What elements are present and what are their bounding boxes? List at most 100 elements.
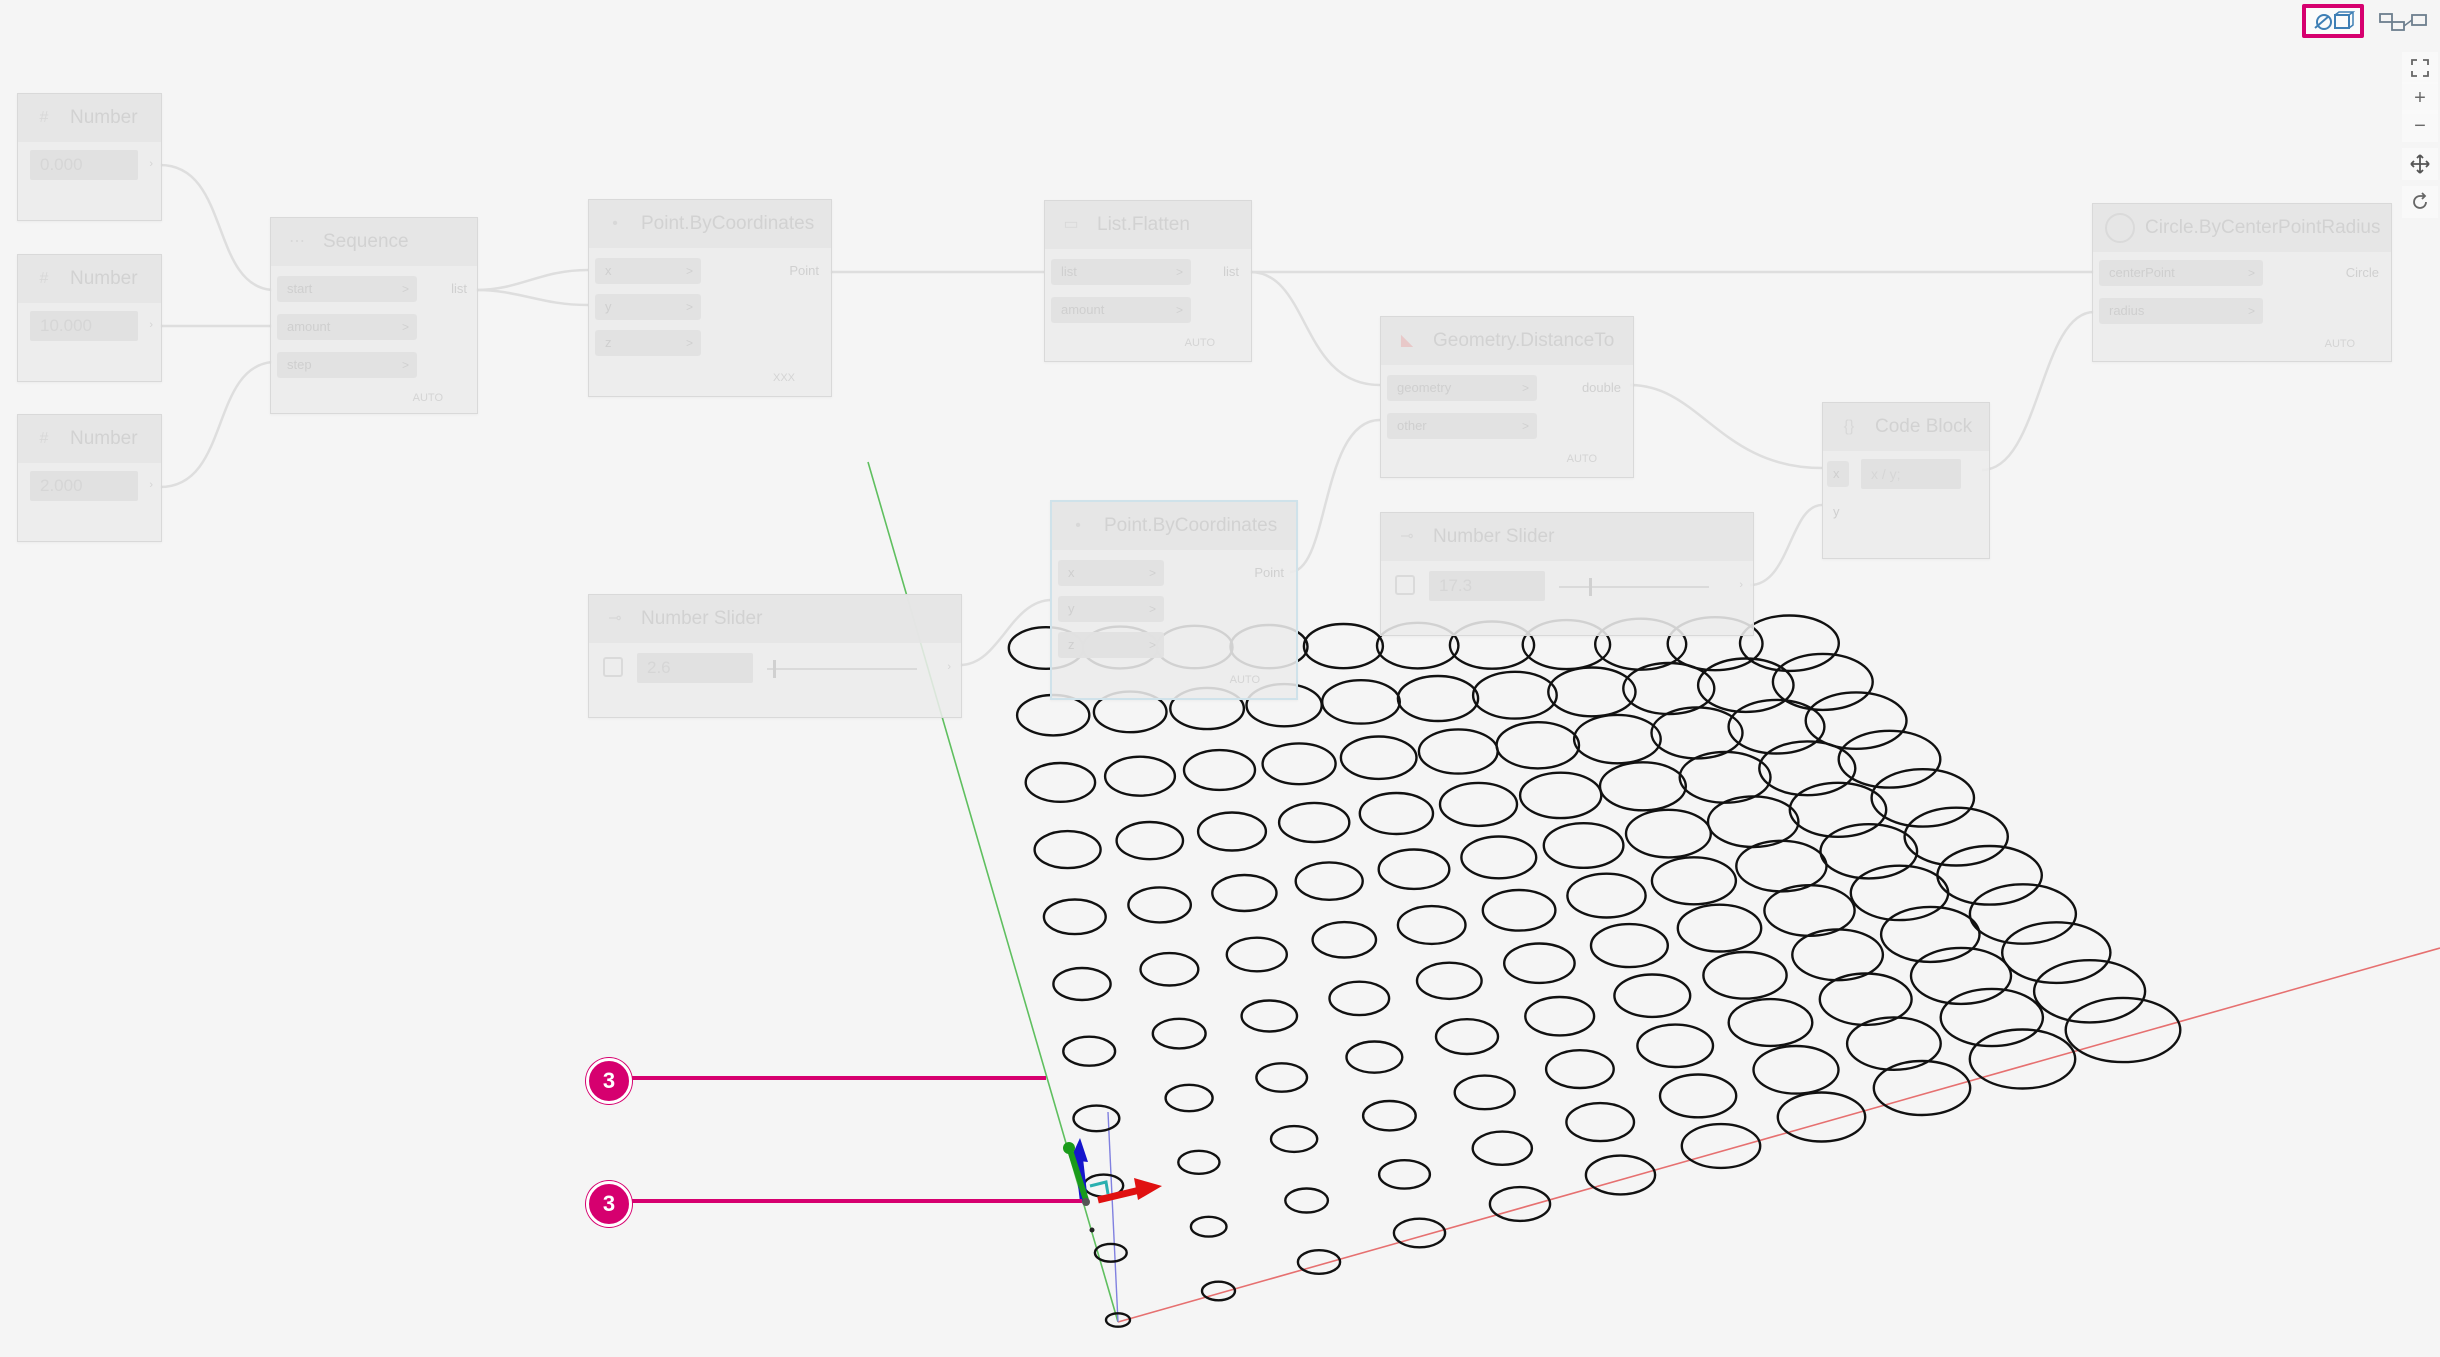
slider-track[interactable] bbox=[767, 668, 917, 670]
number-slider-node-2[interactable]: ⊸ Number Slider 2.6 › bbox=[588, 594, 962, 718]
circle-geometry bbox=[1968, 1028, 2077, 1090]
code-block-node[interactable]: {}Code Block x y x / y; bbox=[1822, 402, 1990, 559]
number-icon: # bbox=[39, 430, 49, 447]
output-port-circle[interactable]: Circle bbox=[2345, 265, 2379, 280]
output-port-list[interactable]: list bbox=[451, 281, 467, 296]
code-editor[interactable]: x / y; bbox=[1861, 459, 1961, 489]
circle-geometry bbox=[1339, 735, 1418, 781]
graph-view-icon bbox=[2379, 13, 2427, 31]
zoom-in-button[interactable]: + bbox=[2402, 82, 2438, 114]
input-port-y[interactable]: y> bbox=[1058, 596, 1164, 622]
output-port[interactable]: › bbox=[149, 319, 153, 331]
zoom-to-fit-button[interactable] bbox=[2402, 52, 2438, 84]
node-header: ▭ List.Flatten bbox=[1045, 201, 1251, 249]
z-axis-line bbox=[1107, 1111, 1119, 1323]
input-port-start[interactable]: start> bbox=[277, 276, 417, 302]
number-value-input[interactable]: 10.000 bbox=[30, 311, 138, 341]
circle-geometry bbox=[1434, 1017, 1500, 1056]
circle-geometry bbox=[2001, 921, 2112, 985]
node-title: List.Flatten bbox=[1097, 214, 1190, 235]
input-port-step[interactable]: step> bbox=[277, 352, 417, 378]
input-port-other[interactable]: other> bbox=[1387, 413, 1537, 439]
circle-geometry bbox=[1358, 791, 1435, 836]
geometry-view-toggle[interactable] bbox=[2302, 4, 2364, 38]
slider-value-input[interactable]: 17.3 bbox=[1429, 571, 1545, 601]
circle-geometry bbox=[1727, 698, 1826, 755]
output-port-list[interactable]: list bbox=[1223, 264, 1239, 279]
point-by-coordinates-node-2[interactable]: •Point.ByCoordinates x> y> z> Point AUTO bbox=[1050, 500, 1298, 700]
number-value-input[interactable]: 2.000 bbox=[30, 471, 138, 501]
transform-gizmo[interactable] bbox=[1063, 1138, 1162, 1233]
lacing-label[interactable]: AUTO bbox=[1229, 674, 1260, 686]
node-title: Number Slider bbox=[641, 608, 763, 629]
lacing-label[interactable]: AUTO bbox=[412, 392, 443, 404]
input-port-x[interactable]: x bbox=[1827, 461, 1849, 487]
circle-geometry bbox=[1589, 922, 1670, 969]
number-slider-node-1[interactable]: ⊸Number Slider 17.3 › bbox=[1380, 512, 1754, 636]
input-port-radius[interactable]: radius> bbox=[2099, 298, 2263, 324]
circle-geometry bbox=[1460, 835, 1538, 880]
number-node-2[interactable]: #Number 10.000 › bbox=[17, 254, 162, 382]
geometry-distance-to-node[interactable]: ◣Geometry.DistanceTo geometry> other> do… bbox=[1380, 316, 1634, 478]
input-port-amount[interactable]: amount> bbox=[1051, 297, 1191, 323]
list-icon: ▭ bbox=[1063, 216, 1079, 233]
slider-track[interactable] bbox=[1559, 586, 1709, 588]
input-port-x[interactable]: x> bbox=[1058, 560, 1164, 586]
circle-geometry bbox=[1565, 1101, 1636, 1143]
input-port-center-point[interactable]: centerPoint> bbox=[2099, 260, 2263, 286]
lacing-label[interactable]: AUTO bbox=[1184, 337, 1215, 349]
node-header: {}Code Block bbox=[1823, 403, 1989, 451]
input-port-z[interactable]: z> bbox=[1058, 632, 1164, 658]
circle-geometry bbox=[1771, 652, 1874, 712]
input-port-list[interactable]: list> bbox=[1051, 259, 1191, 285]
slider-thumb[interactable] bbox=[1589, 578, 1592, 596]
output-port-point[interactable]: Point bbox=[789, 263, 819, 278]
output-port[interactable]: › bbox=[149, 158, 153, 170]
input-port-z[interactable]: z> bbox=[595, 330, 701, 356]
circle-geometry bbox=[1968, 883, 2078, 945]
number-node-1[interactable]: #Number 0.000 › bbox=[17, 93, 162, 221]
circle-geometry bbox=[1240, 999, 1299, 1033]
sequence-node[interactable]: ⋯Sequence start> amount> step> list AUTO bbox=[270, 217, 478, 414]
lacing-label[interactable]: AUTO bbox=[1566, 453, 1597, 465]
circle-geometry bbox=[1052, 966, 1112, 1002]
expand-toggle[interactable] bbox=[1395, 575, 1415, 595]
output-port[interactable]: › bbox=[149, 479, 153, 491]
input-port-x[interactable]: x> bbox=[595, 258, 701, 284]
number-node-3[interactable]: #Number 2.000 › bbox=[17, 414, 162, 542]
circle-geometry bbox=[2032, 959, 2147, 1024]
expand-toggle[interactable] bbox=[603, 657, 623, 677]
number-value-input[interactable]: 0.000 bbox=[30, 150, 138, 180]
graph-view-toggle[interactable] bbox=[2372, 4, 2434, 38]
slider-thumb[interactable] bbox=[773, 660, 776, 678]
circle-geometry bbox=[1361, 1099, 1417, 1132]
pan-button[interactable] bbox=[2402, 148, 2438, 180]
point-by-coordinates-node-1[interactable]: •Point.ByCoordinates x> y> z> Point XXX bbox=[588, 199, 832, 397]
circle-geometry bbox=[1572, 713, 1662, 765]
node-header: ◣Geometry.DistanceTo bbox=[1381, 317, 1633, 365]
node-header: Circle.ByCenterPointRadius bbox=[2093, 204, 2391, 252]
node-header: #Number bbox=[18, 255, 161, 303]
input-port-y[interactable]: y> bbox=[595, 294, 701, 320]
input-port-amount[interactable]: amount> bbox=[277, 314, 417, 340]
circle-by-center-point-radius-node[interactable]: Circle.ByCenterPointRadius centerPoint> … bbox=[2092, 203, 2392, 362]
output-port[interactable]: › bbox=[1739, 579, 1743, 591]
zoom-out-button[interactable]: − bbox=[2402, 110, 2438, 142]
circle-icon bbox=[2105, 213, 2135, 243]
lacing-label[interactable]: XXX bbox=[772, 372, 795, 384]
output-port-double[interactable]: double bbox=[1581, 380, 1621, 395]
output-port-point[interactable]: Point bbox=[1254, 565, 1284, 580]
circle-geometry bbox=[1542, 822, 1625, 870]
node-header: •Point.ByCoordinates bbox=[1052, 502, 1296, 550]
circle-geometry bbox=[1845, 1016, 1942, 1071]
input-port-y[interactable]: y bbox=[1833, 504, 1840, 519]
slider-icon: ⊸ bbox=[608, 610, 622, 627]
input-port-geometry[interactable]: geometry> bbox=[1387, 375, 1537, 401]
orbit-button[interactable] bbox=[2402, 186, 2438, 218]
slider-value-input[interactable]: 2.6 bbox=[637, 653, 753, 683]
circle-geometry bbox=[1042, 898, 1107, 936]
lacing-label[interactable]: AUTO bbox=[2324, 338, 2355, 350]
list-flatten-node[interactable]: ▭ List.Flatten list> amount> list AUTO bbox=[1044, 200, 1252, 362]
output-port[interactable]: › bbox=[947, 661, 951, 673]
